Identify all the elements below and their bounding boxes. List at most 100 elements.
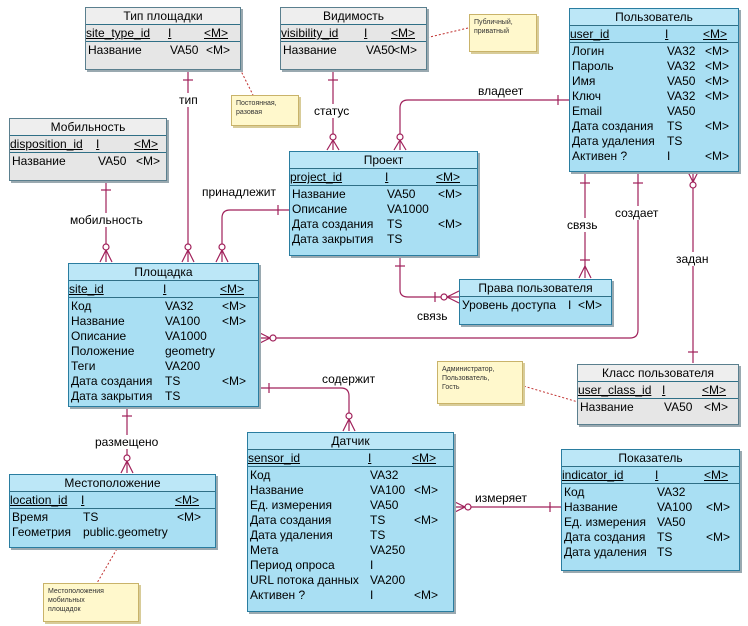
edge-project-site xyxy=(221,209,289,262)
label-mobility: мобильность xyxy=(70,213,143,227)
attribute-name: sensor_id xyxy=(248,451,301,465)
attribute-row: Период опроса I xyxy=(250,558,453,573)
attribute-name: Название xyxy=(71,314,125,328)
attribute-name: Положение xyxy=(71,344,135,358)
attribute-type: I xyxy=(665,27,669,41)
attribute-row: Название VA50 <M> xyxy=(292,187,477,202)
attribute-name: Ключ xyxy=(572,89,601,103)
attribute-type: VA50 xyxy=(657,515,686,529)
edge-site-sensor xyxy=(258,387,350,431)
attribute-name: Время xyxy=(12,510,49,524)
attribute-type: public.geometry xyxy=(83,525,168,539)
attribute-mandatory: <M> xyxy=(206,43,231,57)
attribute-type: VA1000 xyxy=(387,202,429,216)
attribute-name: indicator_id xyxy=(562,468,624,482)
attribute-type: TS xyxy=(387,217,403,231)
attribute-name: Логин xyxy=(572,44,605,58)
label-status: статус xyxy=(314,104,350,118)
attribute-type: I xyxy=(370,558,374,572)
attribute-name: Описание xyxy=(71,329,127,343)
attribute-mandatory: <M> xyxy=(222,314,247,328)
attribute-name: Код xyxy=(71,299,92,313)
attribute-mandatory: <M> xyxy=(391,26,416,40)
attribute-type: I xyxy=(168,26,172,40)
attribute-type: TS xyxy=(667,119,683,133)
attribute-name: Геометрия xyxy=(12,525,71,539)
attribute-mandatory: <M> xyxy=(438,217,463,231)
attribute-name: Дата закрытия xyxy=(71,389,153,403)
attribute-type: I xyxy=(662,383,666,397)
attribute-type: I xyxy=(368,451,372,465)
attribute-mandatory: <M> xyxy=(393,43,418,57)
attribute-mandatory: <M> xyxy=(438,187,463,201)
attribute-name: Название xyxy=(12,154,66,168)
attribute-name: Дата удаления xyxy=(572,134,655,148)
attribute-type: VA32 xyxy=(165,299,194,313)
attribute-name: disposition_id xyxy=(10,137,83,151)
attribute-type: I xyxy=(655,468,659,482)
attribute-type: TS xyxy=(387,232,403,246)
attribute-mandatory: <M> xyxy=(702,383,727,397)
attribute-type: VA50 xyxy=(387,187,416,201)
attribute-name: Дата создания xyxy=(564,530,646,544)
attribute-type: VA200 xyxy=(370,573,406,587)
attribute-type: VA50 xyxy=(98,154,127,168)
attribute-type: I xyxy=(370,588,374,602)
attribute-type: VA1000 xyxy=(165,329,207,343)
attribute-type: VA50 xyxy=(664,400,693,414)
attribute-name: user_id xyxy=(570,27,610,41)
attribute-mandatory: <M> xyxy=(706,530,731,544)
attribute-name: Дата создания xyxy=(572,119,654,133)
attribute-type: VA32 xyxy=(667,89,696,103)
attribute-name: Период опроса xyxy=(250,558,335,572)
attribute-name: Название xyxy=(250,483,304,497)
attribute-name: Код xyxy=(564,485,585,499)
edge-user-site xyxy=(258,170,639,339)
label-link-user: связь xyxy=(567,218,598,232)
edge-project-rights xyxy=(399,255,459,298)
entity-title: Тип площадки xyxy=(86,8,240,25)
attribute-name: Дата удаления xyxy=(564,545,647,559)
entity-title: Права пользователя xyxy=(460,280,611,297)
attribute-name: Уровень доступа xyxy=(462,298,557,312)
attribute-name: Название xyxy=(283,43,337,57)
attribute-name: user_class_id xyxy=(578,383,652,397)
attribute-mandatory: <M> xyxy=(222,299,247,313)
attribute-name: URL потока данных xyxy=(250,573,359,587)
attribute-name: Код xyxy=(250,468,271,482)
label-measures: измеряет xyxy=(475,491,527,505)
attribute-type: VA50 xyxy=(370,498,399,512)
attribute-name: Название xyxy=(292,187,346,201)
label-link-project: связь xyxy=(417,309,448,323)
entity-title: Проект xyxy=(290,152,477,169)
